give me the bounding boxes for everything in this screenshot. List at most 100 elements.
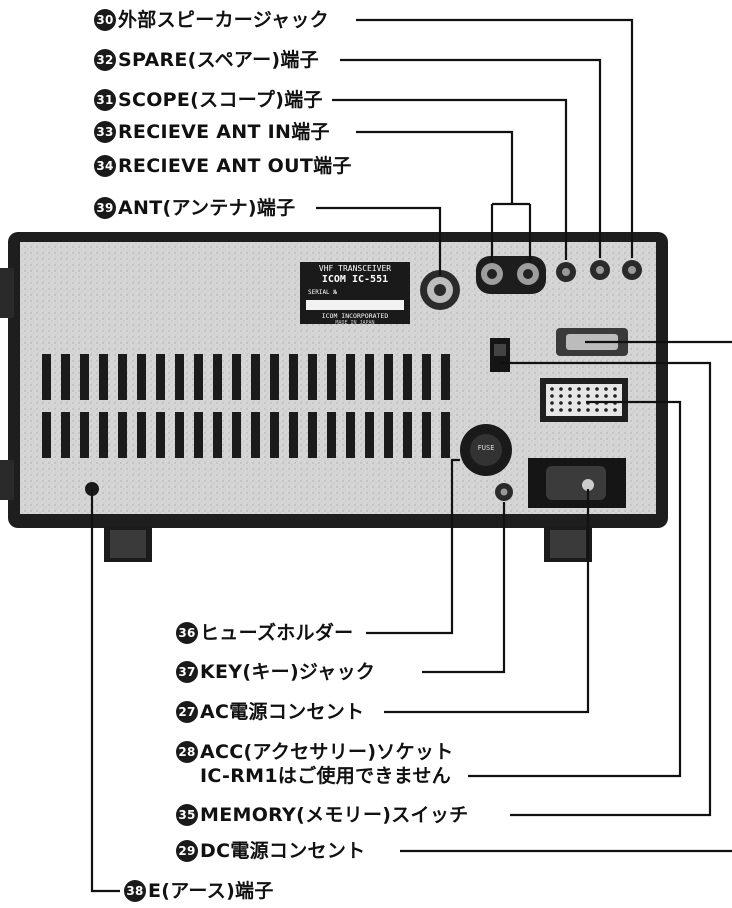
serial-label: SERIAL № (308, 289, 337, 296)
acc-pin (613, 394, 617, 398)
speaker-jack (622, 260, 642, 280)
vent-slot (118, 412, 127, 458)
vent-slot (308, 354, 317, 400)
acc-pin (604, 394, 608, 398)
vent-slot (156, 354, 165, 400)
acc-pin (595, 408, 599, 412)
callout-number: 33 (94, 121, 116, 143)
acc-pin (613, 408, 617, 412)
label-text: E(アース)端子 (148, 880, 274, 902)
callout-number: 38 (124, 880, 146, 902)
vent-slot (99, 354, 108, 400)
callout-number: 27 (176, 701, 198, 723)
acc-pin (568, 408, 572, 412)
vent-slot (61, 354, 70, 400)
vent-slot (194, 354, 203, 400)
acc-pin (550, 387, 554, 391)
vent-slot (213, 354, 222, 400)
vent-slot (289, 412, 298, 458)
acc-pin (595, 387, 599, 391)
vent-slot (232, 354, 241, 400)
label-text: ヒューズホルダー (200, 622, 354, 644)
acc-pin (577, 401, 581, 405)
model-number: IC-551 (352, 274, 389, 285)
acc-pin (604, 408, 608, 412)
acc-pin (550, 408, 554, 412)
acc-socket (540, 378, 628, 422)
label-text: IC-RM1はご使用できません (200, 765, 452, 787)
vent-slot (251, 354, 260, 400)
acc-pin (577, 394, 581, 398)
vent-slot (42, 354, 51, 400)
label-text: RECIEVE ANT IN端子 (118, 121, 330, 143)
ant-connector (420, 270, 460, 310)
label-text: 外部スピーカージャック (118, 9, 329, 31)
acc-pin (595, 394, 599, 398)
label-text: MEMORY(メモリー)スイッチ (200, 804, 469, 826)
ac-power-inlet (528, 458, 626, 508)
vent-slot (251, 412, 260, 458)
acc-pin (559, 387, 563, 391)
callout-number: 34 (94, 155, 116, 177)
fuse-text: FUSE (477, 444, 495, 452)
vent-slot (232, 412, 241, 458)
vent-slot (346, 412, 355, 458)
acc-pin (559, 394, 563, 398)
label-text: ACC(アクセサリー)ソケット (200, 741, 454, 763)
label-text: DC電源コンセント (200, 840, 366, 862)
vent-slot (137, 412, 146, 458)
acc-pin (577, 408, 581, 412)
vent-slot (403, 354, 412, 400)
acc-pin (586, 408, 590, 412)
acc-pin (577, 387, 581, 391)
acc-pin (568, 394, 572, 398)
acc-pin (586, 387, 590, 391)
vent-slot (270, 412, 279, 458)
acc-pin (586, 394, 590, 398)
vent-slot (327, 354, 336, 400)
vent-slot (403, 412, 412, 458)
callout-number: 37 (176, 661, 198, 683)
nameplate-maker: ICOM INCORPORATED (321, 312, 389, 320)
label-text: KEY(キー)ジャック (200, 661, 376, 683)
nameplate-brand-model: ICOM IC-551 (304, 274, 406, 285)
acc-pin (568, 401, 572, 405)
vent-slot (118, 354, 127, 400)
label-text: ANT(アンテナ)端子 (118, 197, 296, 219)
vent-slot (365, 412, 374, 458)
vent-slot (99, 412, 108, 458)
vent-slot (441, 412, 450, 458)
vent-slot (270, 354, 279, 400)
acc-pin (550, 401, 554, 405)
brand-logo: ICOM (321, 274, 346, 285)
callout-number: 35 (176, 804, 198, 826)
label-text: SPARE(スペアー)端子 (118, 49, 319, 71)
callout-number: 32 (94, 49, 116, 71)
vent-slot (175, 354, 184, 400)
nameplate (300, 262, 410, 324)
spare-jack (590, 260, 610, 280)
vent-slot (80, 412, 89, 458)
receive-ant-connectors (476, 256, 546, 294)
vent-slot (327, 412, 336, 458)
leader-lines (90, 18, 732, 893)
callout-number: 29 (176, 840, 198, 862)
nameplate-line1: VHF TRANSCEIVER (318, 264, 392, 273)
ventilation-grille (42, 354, 450, 458)
acc-pin (613, 387, 617, 391)
acc-pin (568, 387, 572, 391)
vent-slot (137, 354, 146, 400)
